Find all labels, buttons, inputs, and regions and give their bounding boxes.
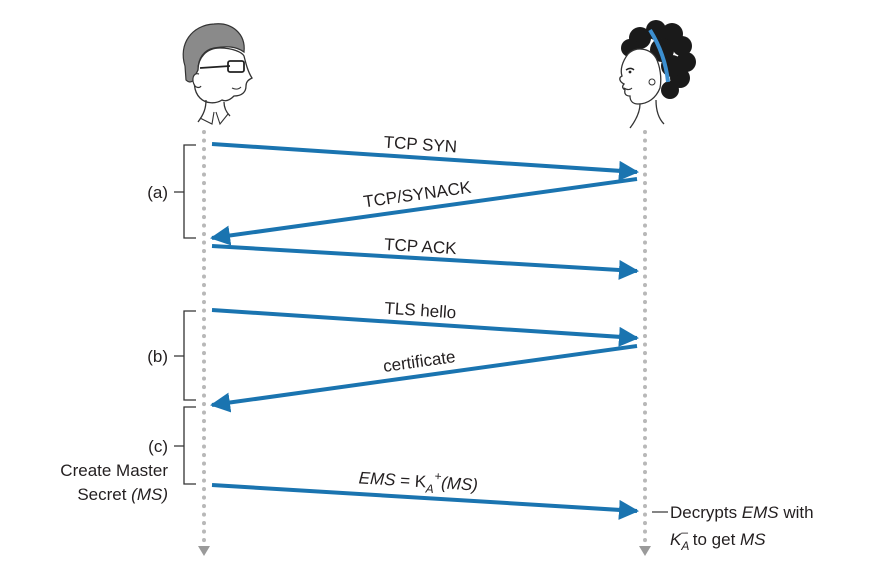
- right-note-decrypts: Decrypts: [670, 503, 742, 522]
- right-note-with: with: [779, 503, 814, 522]
- arrow-ems: [211, 483, 639, 520]
- arrow-tls-hello: [211, 308, 639, 347]
- label-tls-hello: TLS hello: [384, 299, 457, 323]
- bracket-b: [174, 310, 196, 401]
- left-note-line2: Secret (MS): [77, 485, 168, 504]
- arrow-tcp-ack: [211, 244, 639, 280]
- arrow-tcp-synack: [210, 177, 638, 246]
- phase-label-c: (c): [148, 437, 168, 456]
- left-lifeline-arrowhead: [198, 546, 210, 556]
- woman-with-headband-icon: [619, 20, 696, 129]
- man-with-glasses-icon: [182, 23, 253, 126]
- bracket-a: [174, 144, 196, 239]
- left-note-line1: Create Master: [60, 461, 168, 480]
- phase-label-a: (a): [147, 183, 168, 202]
- phase-label-b: (b): [147, 347, 168, 366]
- ems-equals-k: = K: [395, 471, 427, 492]
- arrow-tcp-syn: [211, 142, 639, 181]
- ems-term: EMS: [358, 468, 397, 489]
- label-ems: EMS = KA+(MS): [358, 464, 479, 498]
- ems-sub-a: A: [424, 481, 434, 496]
- arrow-certificate: [210, 344, 638, 413]
- right-note-sub-a: A: [680, 539, 689, 553]
- right-note-k: K: [670, 530, 682, 549]
- label-tcp-syn: TCP SYN: [383, 133, 457, 157]
- right-note-to-get: to get: [688, 530, 740, 549]
- right-note-ems: EMS: [742, 503, 780, 522]
- right-lifeline-arrowhead: [639, 546, 651, 556]
- left-note-ms: (MS): [131, 485, 168, 504]
- right-note-line2: KA– to get MS: [670, 525, 766, 553]
- left-note-secret: Secret: [77, 485, 131, 504]
- bracket-c: [174, 406, 196, 485]
- ems-sup-plus: +: [434, 469, 442, 483]
- right-note-line1: Decrypts EMS with: [670, 503, 814, 522]
- right-note-sup-minus: –: [681, 525, 688, 539]
- right-note-ms: MS: [740, 530, 766, 549]
- label-tcp-ack: TCP ACK: [384, 235, 458, 258]
- label-tcp-synack: TCP/SYNACK: [362, 178, 473, 212]
- ems-ms: (MS): [441, 473, 479, 494]
